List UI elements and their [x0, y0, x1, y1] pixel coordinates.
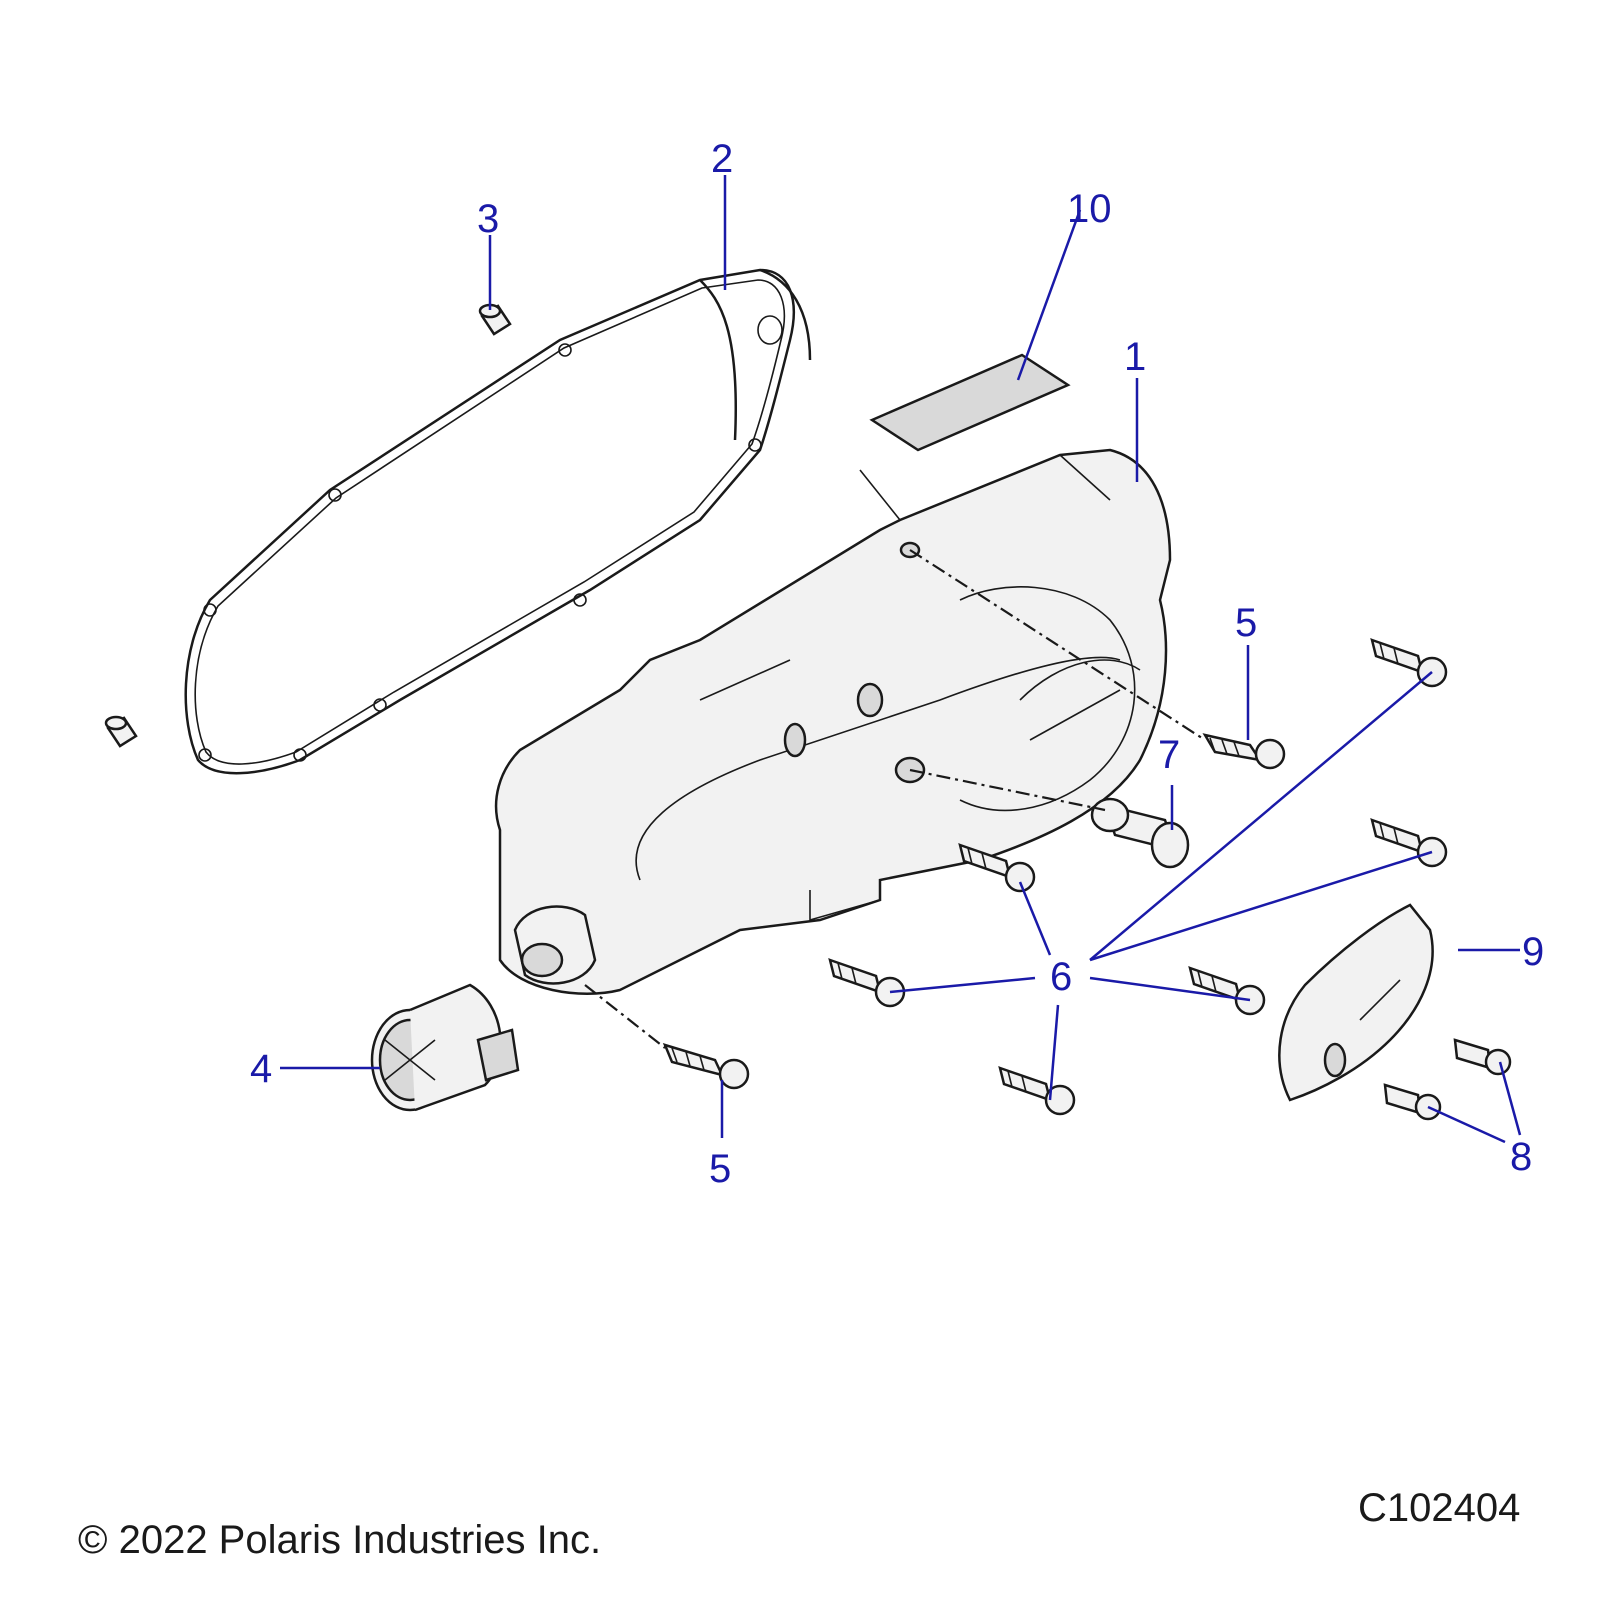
figure-id: C102404: [1358, 1486, 1521, 1530]
callout-3: 3: [477, 197, 499, 241]
callout-9: 9: [1522, 930, 1544, 974]
clutch-cover: [494, 448, 1172, 995]
callout-5-lower: 5: [709, 1147, 731, 1191]
callout-1: 1: [1124, 335, 1146, 379]
leader-lines: [280, 175, 1522, 1144]
label-decal: [869, 353, 1071, 452]
callout-8: 8: [1510, 1135, 1532, 1179]
assembly-axis-plug: [909, 768, 1106, 812]
gasket: [184, 268, 812, 775]
bolt-6-a: [1370, 638, 1448, 688]
cover-plate: [1278, 903, 1434, 1102]
bolt-6-d: [828, 958, 906, 1008]
callout-4: 4: [250, 1047, 272, 1091]
inspection-plug: [1090, 797, 1190, 869]
copyright-notice: © 2022 Polaris Industries Inc.: [78, 1518, 602, 1562]
assembly-axis-bolt-5-upper: [909, 549, 1206, 741]
bolt-5-lower: [662, 1043, 750, 1090]
dowel-pin-upper: [478, 303, 512, 336]
callout-7: 7: [1158, 733, 1180, 777]
callout-10: 10: [1067, 187, 1112, 231]
intake-boot: [370, 983, 520, 1112]
callout-2: 2: [711, 137, 733, 181]
callout-6: 6: [1050, 955, 1072, 999]
bolt-8-lower: [1383, 1083, 1442, 1121]
assembly-axis-bolt-5-lower: [584, 984, 666, 1049]
dowel-pin-lower: [104, 715, 138, 748]
bolt-5-upper: [1202, 733, 1286, 770]
bolt-8-upper: [1453, 1038, 1512, 1076]
bolt-6-e: [1188, 966, 1266, 1016]
callout-5-upper: 5: [1235, 601, 1257, 645]
bolt-6-f: [998, 1066, 1076, 1116]
bolt-6-c: [958, 843, 1036, 893]
